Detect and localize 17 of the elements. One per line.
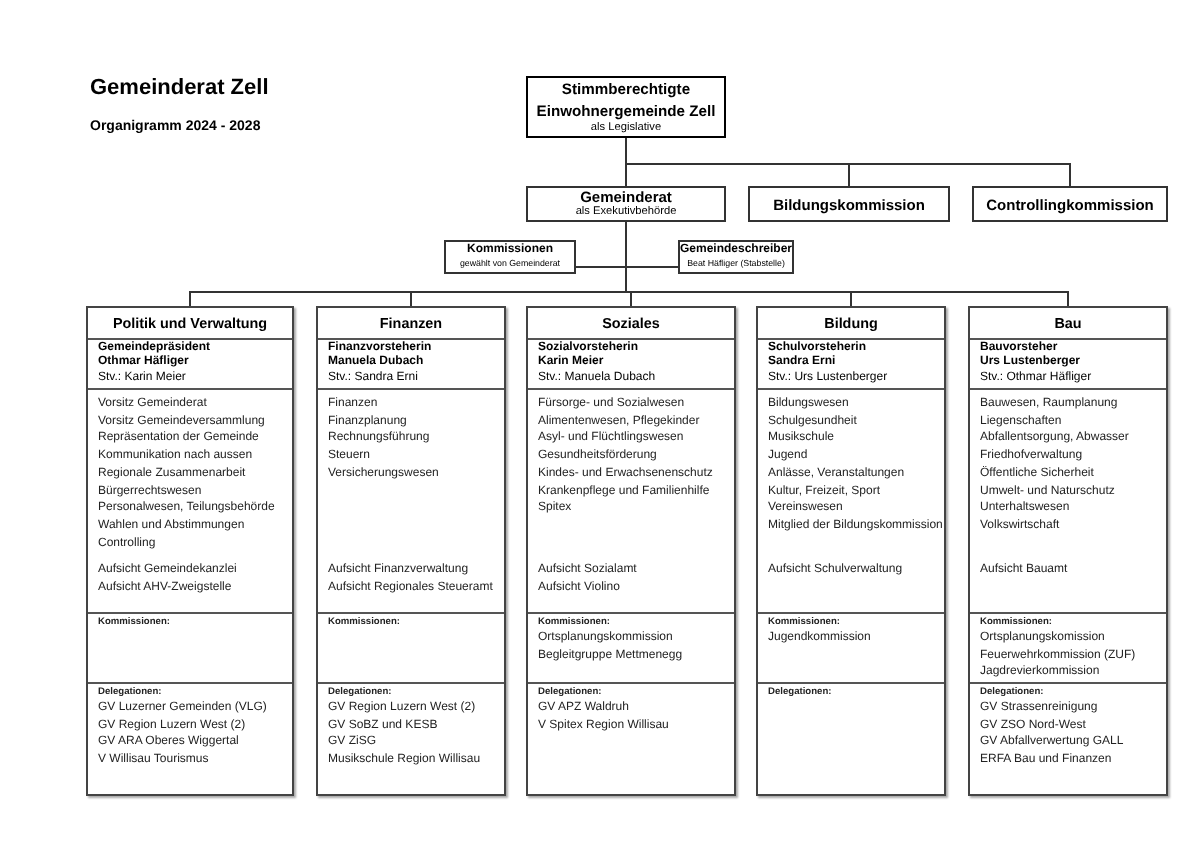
department-column bbox=[86, 306, 294, 796]
diagram-title: Gemeinderat Zell bbox=[90, 76, 269, 100]
voters-box bbox=[526, 76, 726, 138]
department-column bbox=[526, 306, 736, 796]
connector-line bbox=[625, 221, 1069, 307]
commissions-box bbox=[444, 240, 576, 274]
commission-box bbox=[748, 186, 950, 222]
connector-line bbox=[625, 137, 1071, 187]
head-panel bbox=[758, 338, 944, 388]
head-panel bbox=[970, 338, 1166, 388]
commissions-panel bbox=[970, 612, 1166, 682]
commission-box bbox=[972, 186, 1168, 222]
department-column bbox=[968, 306, 1168, 796]
council-box bbox=[526, 186, 726, 222]
department-column bbox=[316, 306, 506, 796]
secretary-box bbox=[678, 240, 794, 274]
department-column bbox=[756, 306, 946, 796]
